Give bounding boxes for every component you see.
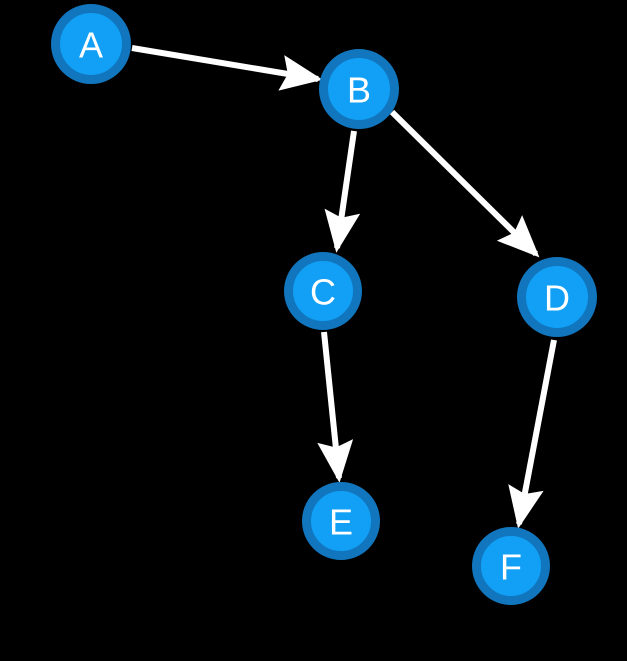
graph-edge-a-b[interactable] bbox=[131, 45, 323, 91]
graph-node-d[interactable]: D bbox=[517, 257, 597, 337]
graph-edge-c-e[interactable] bbox=[317, 331, 354, 483]
graph-edge-d-f[interactable] bbox=[508, 339, 557, 529]
node-circle bbox=[302, 482, 380, 560]
node-circle bbox=[517, 257, 597, 337]
graph-node-a[interactable]: A bbox=[51, 4, 131, 84]
graph-edge-b-c[interactable] bbox=[324, 130, 361, 253]
node-circle bbox=[472, 527, 550, 605]
nodes-layer: A B C D E F bbox=[51, 4, 597, 605]
node-circle bbox=[51, 4, 131, 84]
graph-node-f[interactable]: F bbox=[472, 527, 550, 605]
graph-node-b[interactable]: B bbox=[319, 49, 399, 129]
node-circle bbox=[284, 252, 362, 330]
graph-edge-b-d[interactable] bbox=[389, 109, 540, 258]
graph-node-e[interactable]: E bbox=[302, 482, 380, 560]
node-circle bbox=[319, 49, 399, 129]
graph-node-c[interactable]: C bbox=[284, 252, 362, 330]
edges-layer bbox=[131, 45, 557, 529]
